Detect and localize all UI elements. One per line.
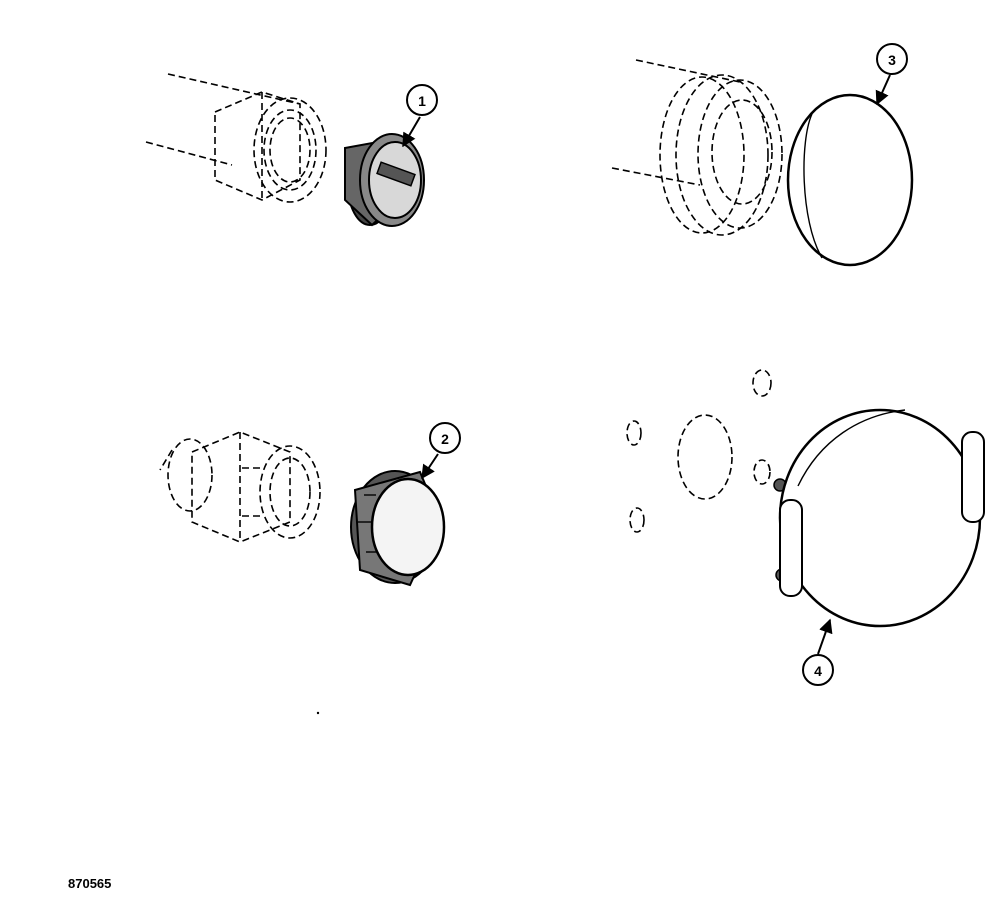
threaded-plug (344, 133, 425, 227)
callout-label-1: 1 (418, 93, 426, 109)
oval-cover (773, 408, 985, 628)
tube-end-outline (611, 59, 783, 236)
callout-label-4: 4 (814, 663, 822, 679)
callout-label-2: 2 (441, 431, 449, 447)
speck (316, 711, 320, 715)
gasket-and-holes (626, 369, 772, 533)
callout-3: 3 (875, 43, 908, 106)
callout-4: 4 (802, 618, 834, 686)
dome-cap (786, 93, 914, 267)
callout-label-3: 3 (888, 52, 896, 68)
hex-fitting-with-bore (145, 73, 327, 203)
callout-1: 1 (402, 84, 438, 148)
figure-number: 870565 (68, 876, 112, 891)
callout-2: 2 (421, 422, 461, 480)
threaded-union-fitting (159, 431, 321, 543)
knurled-cap (350, 470, 446, 587)
